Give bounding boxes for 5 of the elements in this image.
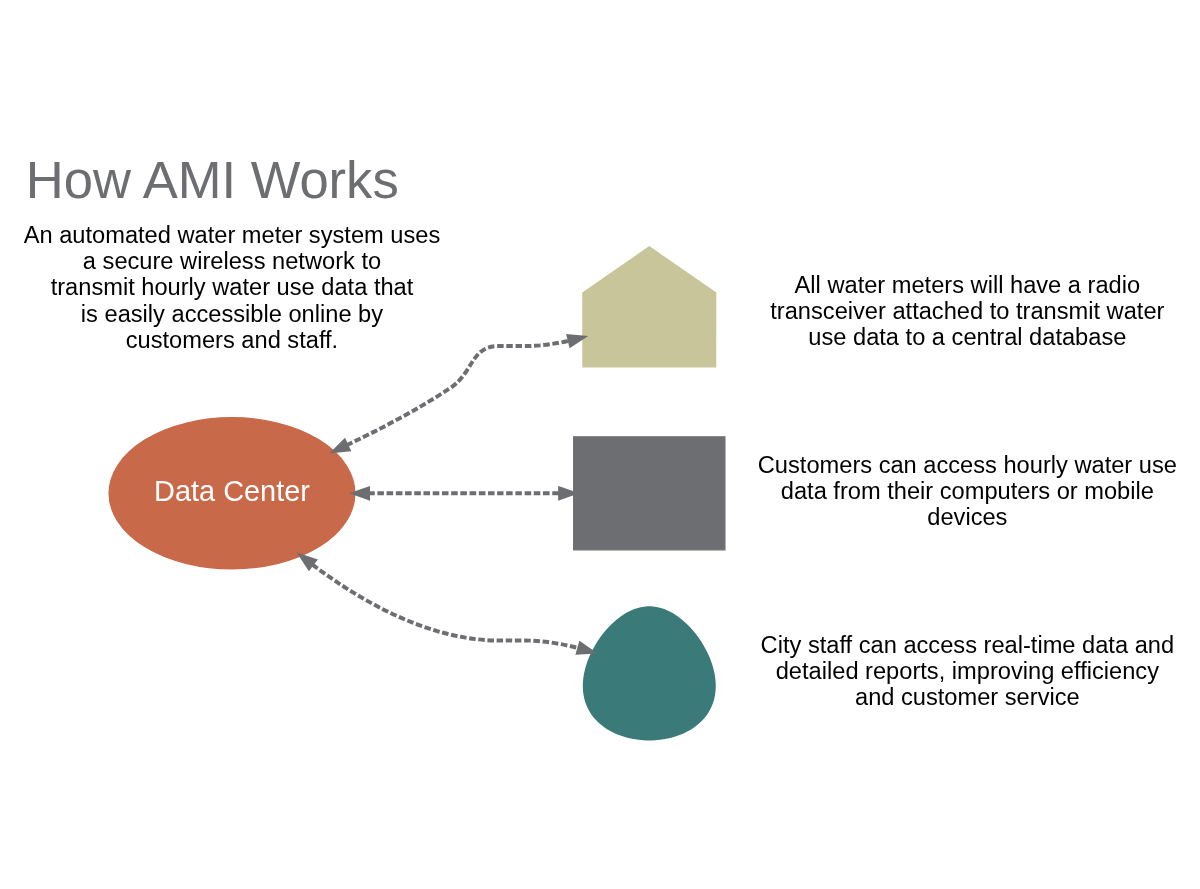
node-label: Customers can access hourly water use data from their computers or mobile devices [757,451,1177,530]
node-label: All water meters will have a radio transceiver attached to transmit water use data to a central database [770,271,1165,350]
label: An automated water meter system uses a secure wireless network to transmit hourly water use data that is easily accessible online by customers and staff. [23,221,441,353]
diagram-title: How AMI Works [25,149,399,209]
node-label: City staff can access real-time data and detailed reports, improving efficiency and customer service [760,631,1175,710]
